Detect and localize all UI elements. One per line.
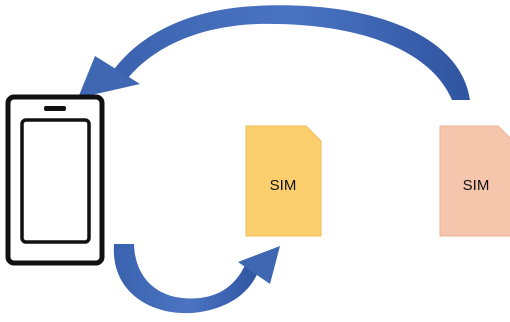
bottom-arrow-body [113,244,262,314]
sim-card-right [439,125,510,237]
bottom-arrowhead [238,246,280,284]
phone-icon [5,94,105,266]
top-arrow-body [112,5,470,100]
top-curved-arrow [78,5,470,100]
sim-label-right: SIM [463,177,490,194]
top-arrowhead [78,56,140,98]
phone-speaker [44,106,66,111]
sim-label-center: SIM [270,177,297,194]
bottom-curved-arrow [113,244,280,314]
sim-card-center [245,125,322,237]
